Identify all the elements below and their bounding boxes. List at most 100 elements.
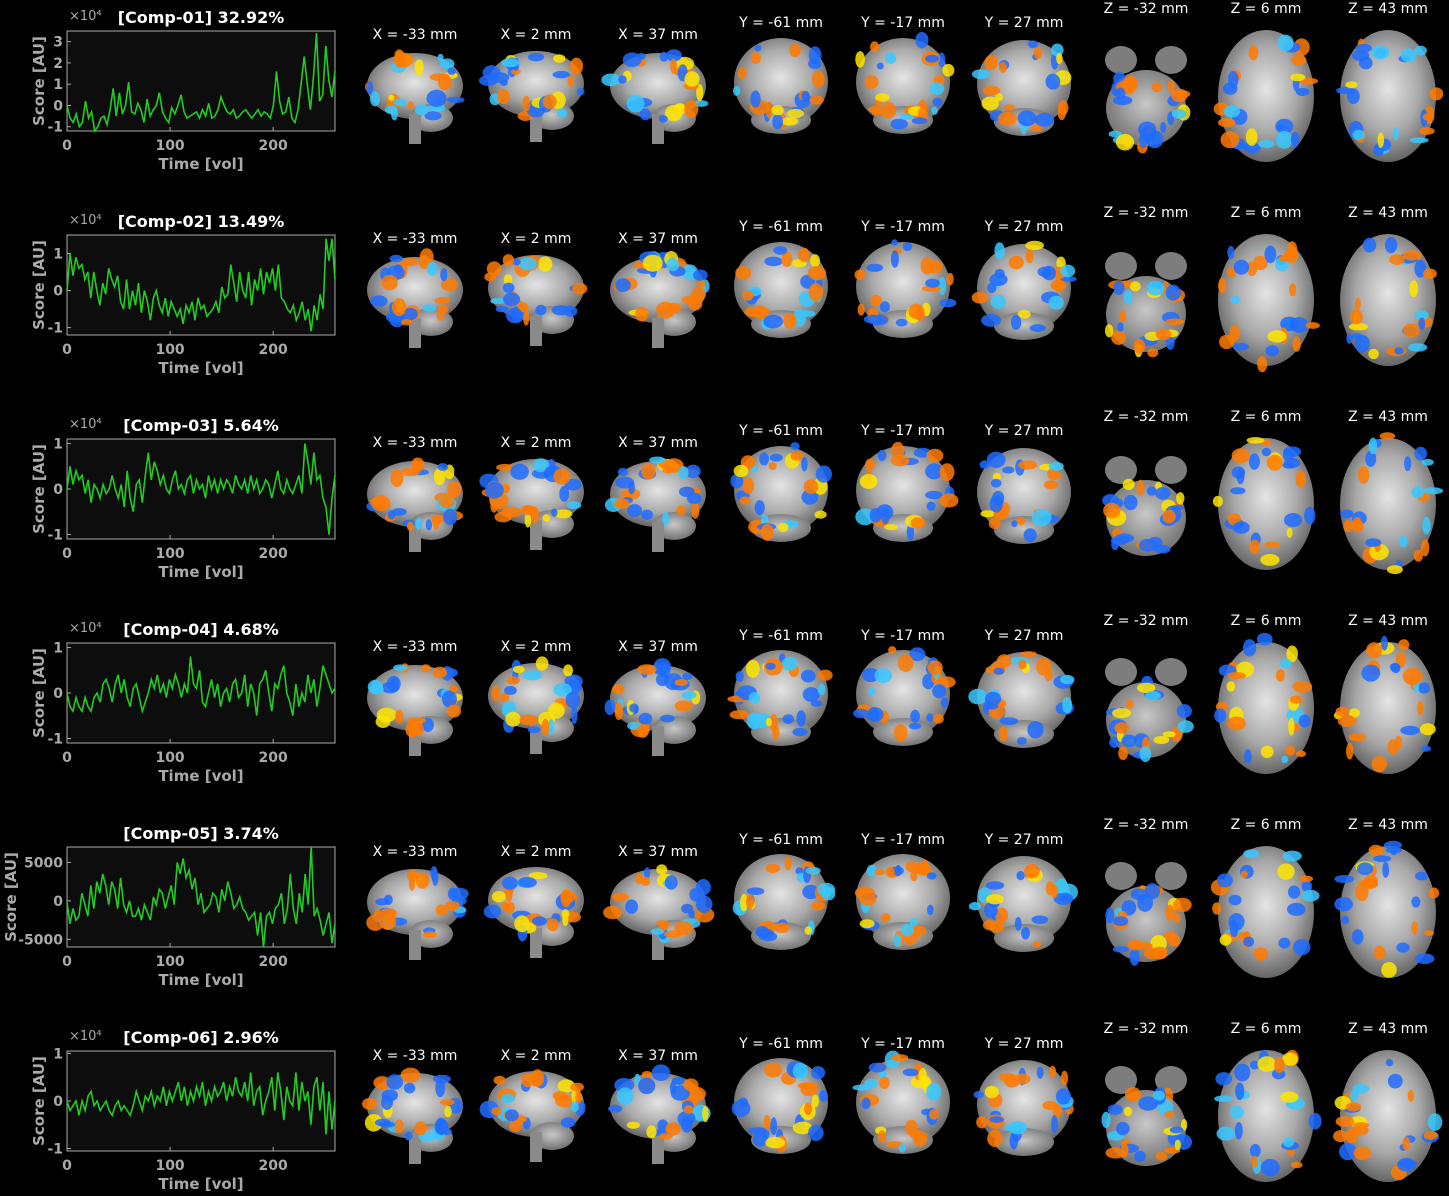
component-title: [Comp-04] 4.68% xyxy=(123,620,278,639)
y-tick-label: 0 xyxy=(53,894,63,910)
x-tick-label: 200 xyxy=(259,138,288,154)
brain-slice-axial_low xyxy=(1104,252,1187,358)
slice-coordinate-label: Y = -61 mm xyxy=(738,1036,823,1052)
brain-slice-sagittal xyxy=(362,1067,463,1164)
slice-coordinate-label: X = -33 mm xyxy=(373,844,458,860)
brain-slice-coronal xyxy=(971,40,1072,136)
slice-coordinate-label: Z = 6 mm xyxy=(1231,1021,1302,1037)
y-tick-label: 1 xyxy=(53,77,63,93)
x-tick-label: 100 xyxy=(155,546,184,562)
brain-slice-axial xyxy=(1340,234,1437,366)
y-tick-label: 1 xyxy=(53,437,63,453)
brain-slice-coronal xyxy=(853,646,956,746)
x-tick-label: 200 xyxy=(259,342,288,358)
brain-slice-coronal xyxy=(968,856,1078,952)
time-series-line xyxy=(66,238,336,332)
slice-coordinate-label: Z = -32 mm xyxy=(1104,409,1189,425)
brain-slice-axial xyxy=(1340,432,1444,575)
time-series-line xyxy=(66,443,336,535)
x-tick-label: 100 xyxy=(155,750,184,766)
slice-coordinate-label: Y = 27 mm xyxy=(984,423,1064,439)
time-series-line xyxy=(66,33,336,134)
slice-coordinate-label: X = -33 mm xyxy=(373,639,458,655)
brain-slice-sagittal xyxy=(366,457,464,552)
slice-coordinate-label: Z = 43 mm xyxy=(1348,817,1428,833)
plot-area xyxy=(66,1050,336,1152)
slice-coordinate-label: X = -33 mm xyxy=(373,27,458,43)
slice-coordinate-label: Z = -32 mm xyxy=(1104,205,1189,221)
y-axis-label: Score [AU] xyxy=(30,1056,48,1146)
slice-coordinate-label: Z = 6 mm xyxy=(1231,205,1302,221)
slice-coordinate-label: Z = 43 mm xyxy=(1348,205,1428,221)
slice-coordinate-label: X = 37 mm xyxy=(618,639,698,655)
x-tick-label: 0 xyxy=(62,342,72,358)
slice-coordinate-label: Y = 27 mm xyxy=(984,1036,1064,1052)
x-axis-label: Time [vol] xyxy=(158,359,243,377)
slice-coordinate-label: Y = -17 mm xyxy=(860,423,945,439)
brain-slice-coronal xyxy=(730,442,833,542)
brain-slice-axial xyxy=(1210,846,1320,978)
y-tick-label: 1 xyxy=(53,1046,63,1062)
component-title: [Comp-02] 13.49% xyxy=(118,212,285,231)
brain-slice-sagittal xyxy=(488,656,584,754)
slice-coordinate-label: Z = 6 mm xyxy=(1231,613,1302,629)
slice-coordinate-label: Z = -32 mm xyxy=(1104,1021,1189,1037)
time-series-line xyxy=(66,1072,336,1135)
brain-slice-coronal xyxy=(973,1060,1074,1156)
slice-coordinate-label: Y = -61 mm xyxy=(738,832,823,848)
brain-slice-coronal xyxy=(855,441,959,542)
x-axis-label: Time [vol] xyxy=(158,563,243,581)
slice-coordinate-label: Y = -61 mm xyxy=(738,15,823,31)
component-title: [Comp-05] 3.74% xyxy=(123,824,278,843)
slice-coordinate-label: Y = -17 mm xyxy=(860,832,945,848)
x-axis-label: Time [vol] xyxy=(158,155,243,173)
brain-slice-coronal xyxy=(968,651,1075,748)
brain-slice-coronal xyxy=(855,32,955,134)
slice-coordinate-label: X = 2 mm xyxy=(501,231,572,247)
y-tick-label: -1 xyxy=(47,120,63,136)
y-tick-label: -1 xyxy=(47,1142,63,1158)
slice-coordinate-label: Y = 27 mm xyxy=(984,832,1064,848)
component-title: [Comp-01] 32.92% xyxy=(118,8,285,27)
component-title: [Comp-03] 5.64% xyxy=(123,416,278,435)
y-tick-label: 5000 xyxy=(24,855,63,871)
brain-slice-coronal xyxy=(854,239,957,338)
x-tick-label: 200 xyxy=(259,750,288,766)
brain-slice-sagittal xyxy=(479,1069,586,1162)
y-exponent: ×10⁴ xyxy=(69,9,102,24)
plot-area xyxy=(66,234,336,336)
brain-slice-sagittal xyxy=(479,458,584,550)
slice-coordinate-label: Z = 43 mm xyxy=(1348,1021,1428,1037)
slice-coordinate-label: Y = -61 mm xyxy=(738,628,823,644)
x-tick-label: 100 xyxy=(155,954,184,970)
y-tick-label: 1 xyxy=(53,247,63,263)
slice-coordinate-label: Z = -32 mm xyxy=(1104,1,1189,17)
brain-slice-axial xyxy=(1218,234,1320,373)
brain-slice-sagittal xyxy=(367,248,463,348)
time-series-line xyxy=(66,846,336,948)
brain-slice-axial_low xyxy=(1105,658,1194,763)
brain-slice-sagittal xyxy=(603,864,715,960)
slice-coordinate-label: X = 37 mm xyxy=(618,231,698,247)
brain-slice-coronal xyxy=(854,854,950,950)
brain-slice-sagittal xyxy=(604,658,706,756)
y-tick-label: 2 xyxy=(53,56,63,72)
brain-slice-axial xyxy=(1334,840,1440,978)
brain-slice-sagittal xyxy=(601,49,709,144)
slice-coordinate-label: Z = 43 mm xyxy=(1348,613,1428,629)
brain-slice-sagittal xyxy=(367,663,463,756)
slice-coordinate-label: Y = -17 mm xyxy=(860,219,945,235)
x-tick-label: 100 xyxy=(155,342,184,358)
slice-coordinate-label: Y = 27 mm xyxy=(984,15,1064,31)
y-tick-label: 0 xyxy=(53,482,63,498)
brain-slice-axial xyxy=(1333,1050,1443,1182)
brain-slice-axial xyxy=(1333,635,1436,774)
slice-coordinate-label: Z = 6 mm xyxy=(1231,409,1302,425)
brain-slice-coronal xyxy=(734,242,828,338)
x-tick-label: 100 xyxy=(155,1158,184,1174)
slice-coordinate-label: Y = -17 mm xyxy=(860,628,945,644)
brain-slice-sagittal xyxy=(604,456,706,552)
